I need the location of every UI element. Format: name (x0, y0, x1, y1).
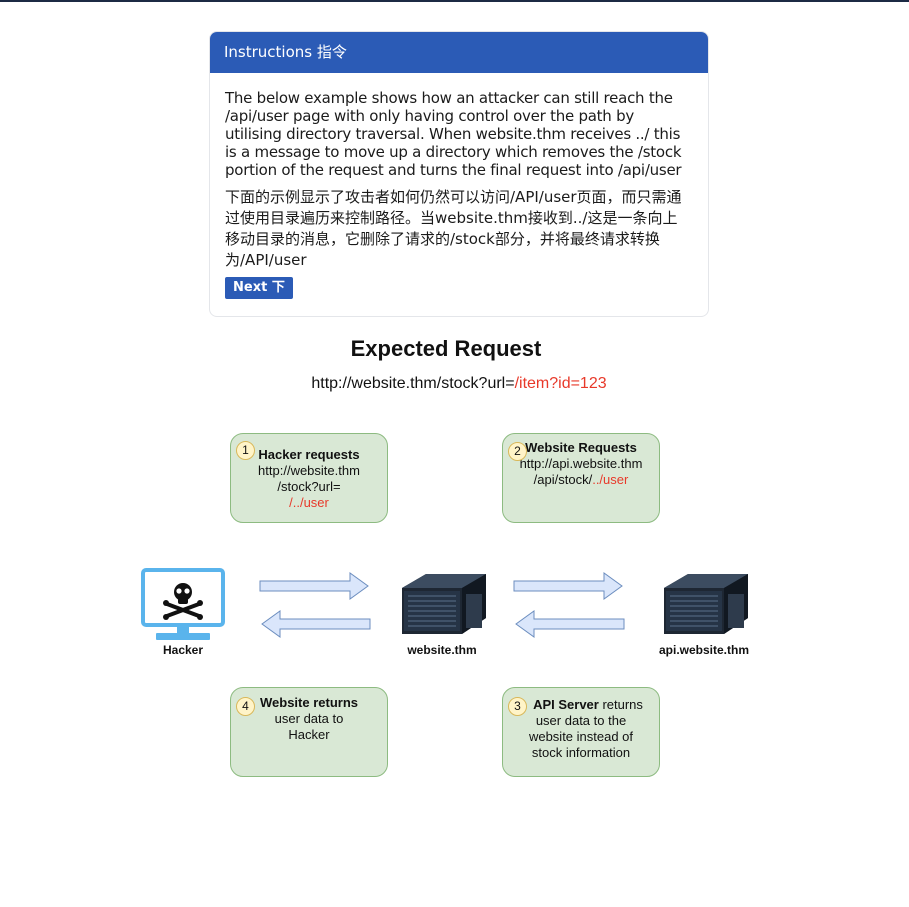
step-1-line1: http://website.thm (258, 463, 360, 478)
step-2-line1: http://api.website.thm (519, 456, 643, 471)
step-2-line2: /api/stock/ (533, 472, 593, 487)
step-4-title: Website returns (259, 695, 358, 710)
step-2-title: Website Requests (525, 440, 637, 455)
arrow-right-icon (259, 572, 369, 600)
step-3-line3: stock information (531, 745, 631, 760)
next-button[interactable]: Next 下 (225, 277, 293, 299)
arrow-right-icon (513, 572, 623, 600)
step-1-line2: /stock?url= (277, 479, 341, 494)
step-4-line2: Hacker (288, 727, 330, 742)
instructions-chinese: 下面的示例显示了攻击者如何仍然可以访问/API/user页面，而只需通过使用目录… (225, 188, 682, 269)
diagram-title: Expected Request (350, 336, 542, 361)
arrows-website-api (513, 572, 625, 638)
instructions-panel: Instructions 指令 The below example shows … (209, 31, 709, 317)
step-2-box: 2 Website Requests http://api.website.th… (502, 433, 660, 523)
url-param: /item?id=123 (514, 375, 607, 392)
instructions-english: The below example shows how an attacker … (225, 89, 682, 179)
url-base: http://website.thm/stock?url= (311, 375, 515, 392)
step-3-line2: website instead of (528, 729, 634, 744)
api-label: api.website.thm (658, 643, 750, 657)
step-3-rest: returns (598, 697, 643, 712)
step-3-title: API Server (533, 697, 599, 712)
step-4-box: 4 Website returns user data to Hacker (230, 687, 388, 777)
arrow-left-icon (261, 610, 371, 638)
expected-request-url: http://website.thm/stock?url=/item?id=12… (0, 375, 909, 393)
panel-header: Instructions 指令 (210, 32, 708, 73)
hacker-label: Hacker (162, 643, 204, 657)
step-1-box: 1 Hacker requests http://website.thm /st… (230, 433, 388, 523)
step-1-red: /../user (289, 495, 329, 510)
step-1-number: 1 (236, 441, 255, 460)
hacker-monitor-icon (141, 568, 225, 640)
arrow-left-icon (515, 610, 625, 638)
top-border (0, 0, 909, 2)
api-server-icon (664, 574, 748, 634)
step-1-title: Hacker requests (258, 447, 360, 462)
step-2-red: ../user (592, 472, 629, 487)
step-2-number: 2 (508, 442, 527, 461)
step-4-line1: user data to (274, 711, 344, 726)
website-label: website.thm (407, 643, 477, 657)
step-3-line1: user data to the (535, 713, 627, 728)
step-4-number: 4 (236, 697, 255, 716)
step-3-box: 3 API Server returns user data to the we… (502, 687, 660, 777)
step-3-number: 3 (508, 697, 527, 716)
arrows-hacker-website (259, 572, 371, 638)
website-server-icon (402, 574, 486, 634)
panel-body: The below example shows how an attacker … (210, 73, 708, 299)
